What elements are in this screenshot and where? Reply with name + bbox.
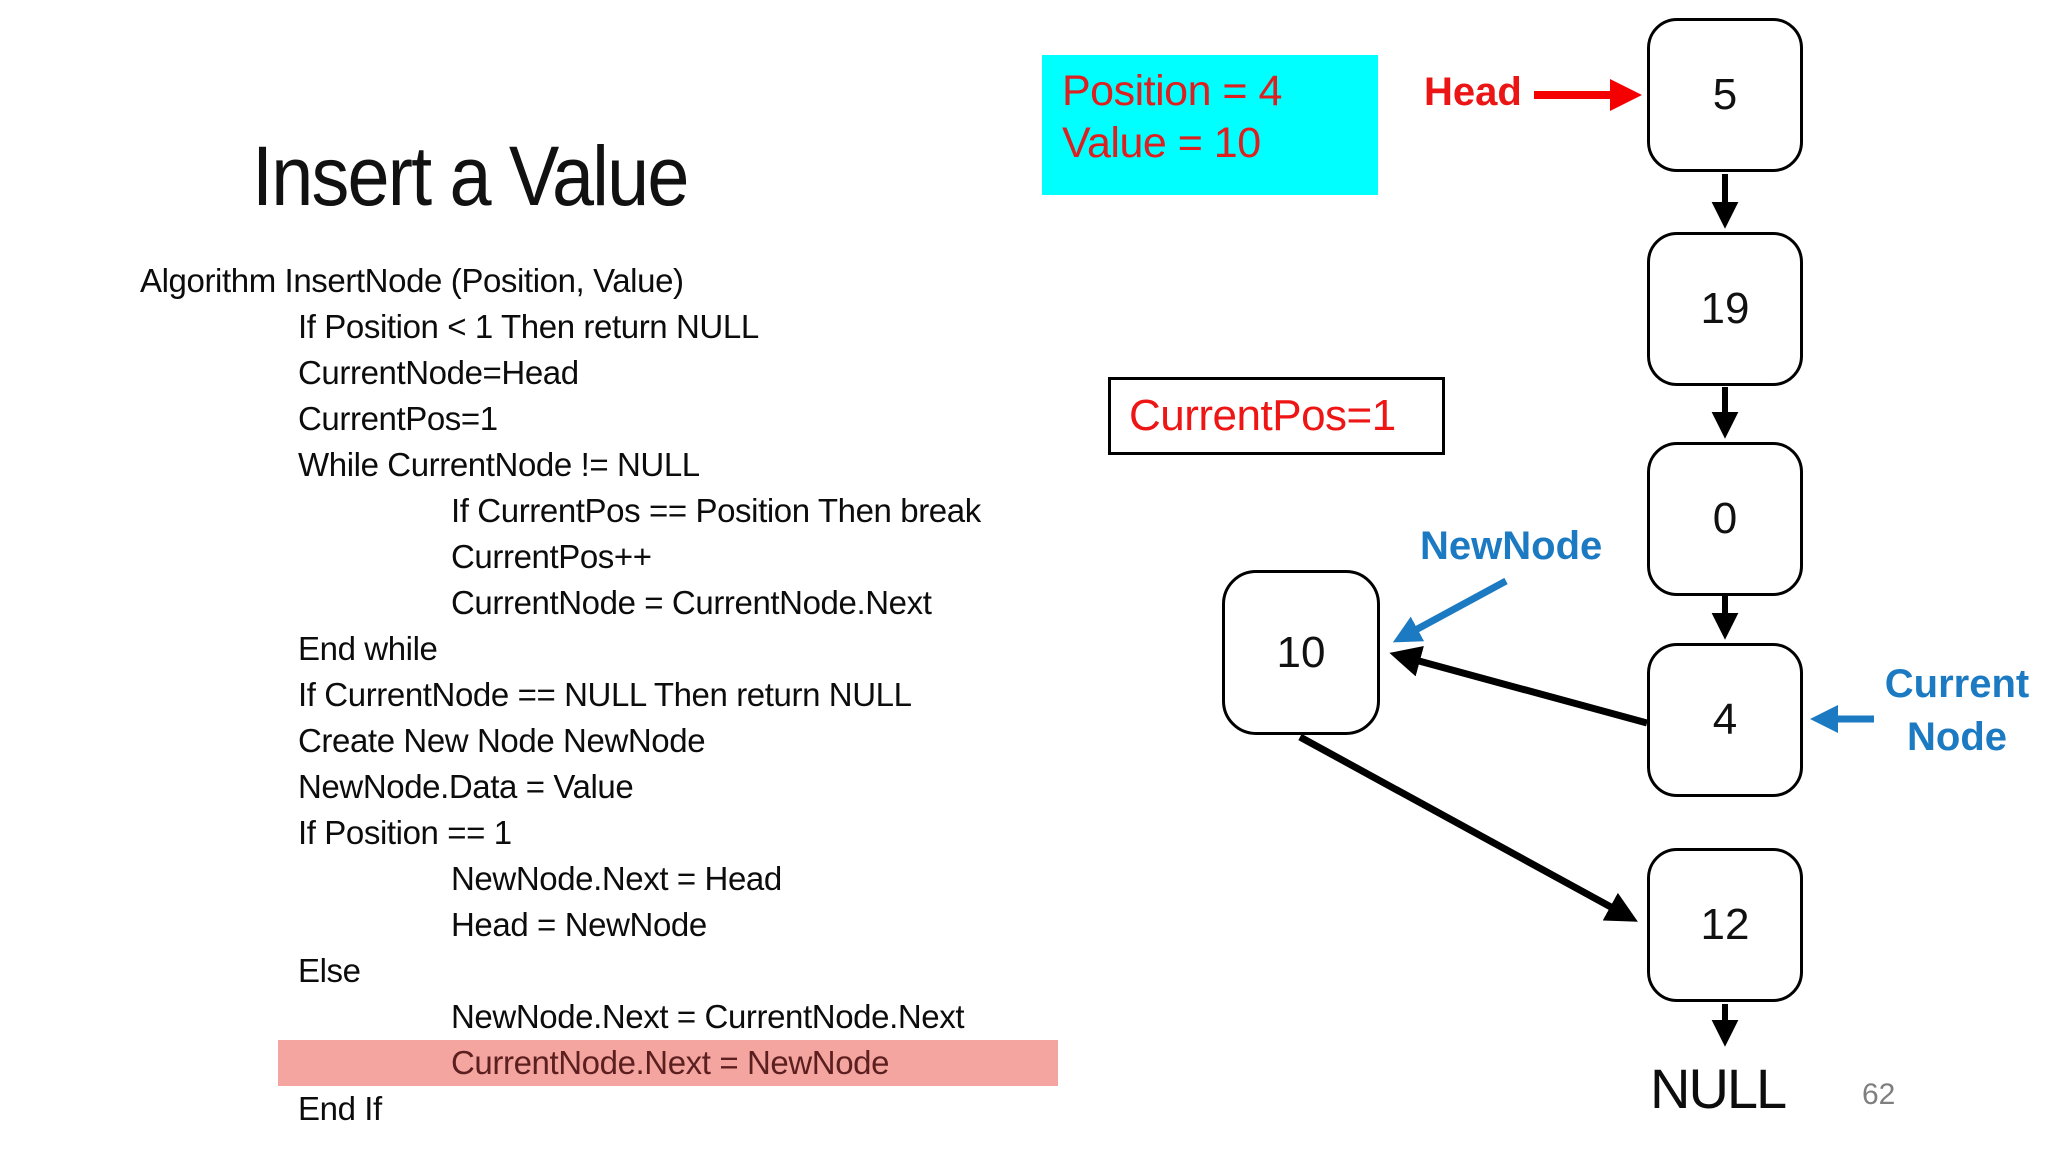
algorithm-line: NewNode.Data = Value: [298, 768, 634, 805]
page-number: 62: [1862, 1078, 1896, 1111]
node-value: 12: [1700, 900, 1750, 949]
algorithm-line: CurrentNode = CurrentNode.Next: [451, 584, 932, 621]
algorithm-line: Create New Node NewNode: [298, 722, 706, 759]
list-node-4-current: 4: [1647, 643, 1803, 797]
algorithm-line: NewNode.Next = Head: [451, 860, 782, 897]
node-value: 5: [1712, 70, 1738, 119]
currentnode-label-line1: Current: [1884, 662, 2030, 706]
algorithm-line: CurrentPos=1: [298, 400, 498, 437]
node-value: 19: [1700, 284, 1750, 333]
node-value: 4: [1712, 695, 1738, 744]
algorithm-line: If Position == 1: [298, 814, 512, 851]
page-title: Insert a Value: [252, 129, 689, 223]
algorithm-line: Else: [298, 952, 361, 989]
newnode-label: NewNode: [1420, 524, 1603, 568]
node-value: 0: [1712, 494, 1738, 543]
algorithm-line: NewNode.Next = CurrentNode.Next: [451, 998, 965, 1035]
algorithm-line: If CurrentPos == Position Then break: [451, 492, 981, 529]
null-label: NULL: [1650, 1057, 1787, 1120]
algorithm-line: If Position < 1 Then return NULL: [298, 308, 759, 345]
currentpos-callout-box: CurrentPos=1: [1108, 377, 1445, 455]
algorithm-line: Algorithm InsertNode (Position, Value): [140, 262, 684, 299]
algorithm-line: While CurrentNode != NULL: [298, 446, 700, 483]
algorithm-line: If CurrentNode == NULL Then return NULL: [298, 676, 912, 713]
list-node-5: 5: [1647, 18, 1803, 172]
algorithm-line: Head = NewNode: [451, 906, 707, 943]
algorithm-line-highlighted: CurrentNode.Next = NewNode: [278, 1040, 1058, 1086]
link-arrow-4-10: [1389, 646, 1648, 727]
head-label: Head: [1424, 70, 1522, 114]
link-arrow-10-12: [1298, 733, 1638, 922]
params-value-line: Value = 10: [1062, 119, 1261, 167]
algorithm-line: End while: [298, 630, 438, 667]
currentnode-label-line2: Node: [1907, 715, 2007, 759]
node-value: 10: [1276, 627, 1326, 677]
params-position-line: Position = 4: [1062, 67, 1282, 115]
currentnode-label: Current Node: [1872, 658, 2042, 764]
list-node-12: 12: [1647, 848, 1803, 1002]
algorithm-line: End If: [298, 1090, 382, 1127]
list-node-19: 19: [1647, 232, 1803, 386]
algorithm-line: CurrentNode=Head: [298, 354, 579, 391]
params-callout-box: Position = 4 Value = 10: [1042, 55, 1378, 195]
algorithm-line: CurrentPos++: [451, 538, 652, 575]
list-node-new-10: 10: [1222, 570, 1380, 735]
newnode-pointer-arrow: [1392, 577, 1508, 643]
algorithm-pseudocode: Algorithm InsertNode (Position, Value) If…: [140, 258, 1058, 1132]
list-node-0: 0: [1647, 442, 1803, 596]
